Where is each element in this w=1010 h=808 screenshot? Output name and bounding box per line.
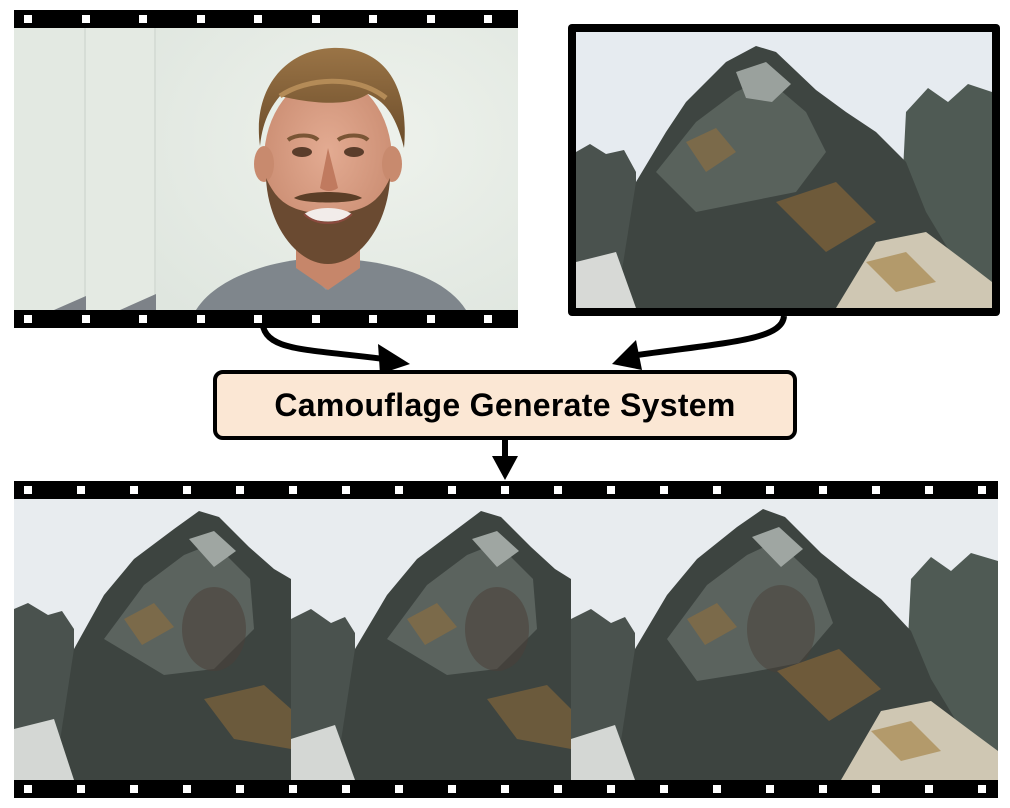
output-frame-1 — [14, 499, 291, 780]
face-portrait — [156, 28, 518, 310]
film-sprocket-bar-bottom — [14, 310, 518, 328]
camouflage-generate-system-box: Camouflage Generate System — [213, 370, 797, 440]
system-label: Camouflage Generate System — [274, 386, 736, 423]
video-frame-1 — [14, 28, 86, 310]
arrow-photo-to-system-head — [612, 340, 642, 370]
film-sprocket-bar-top — [14, 481, 998, 499]
input-video-frames — [14, 28, 518, 310]
arrow-photo-to-system — [629, 315, 787, 359]
input-video-film-strip — [14, 10, 518, 328]
video-frame-3-face — [156, 28, 518, 310]
input-landscape-photo — [568, 24, 1000, 316]
film-sprocket-bar-bottom — [14, 780, 998, 798]
mountain-image — [576, 32, 992, 308]
output-video-film-strip — [14, 481, 998, 798]
output-frame-2 — [291, 499, 571, 780]
output-frame-3 — [571, 499, 998, 780]
output-video-frames — [14, 499, 998, 780]
film-sprocket-bar-top — [14, 10, 518, 28]
video-frame-2 — [86, 28, 156, 310]
arrow-system-to-output-head — [492, 456, 518, 480]
